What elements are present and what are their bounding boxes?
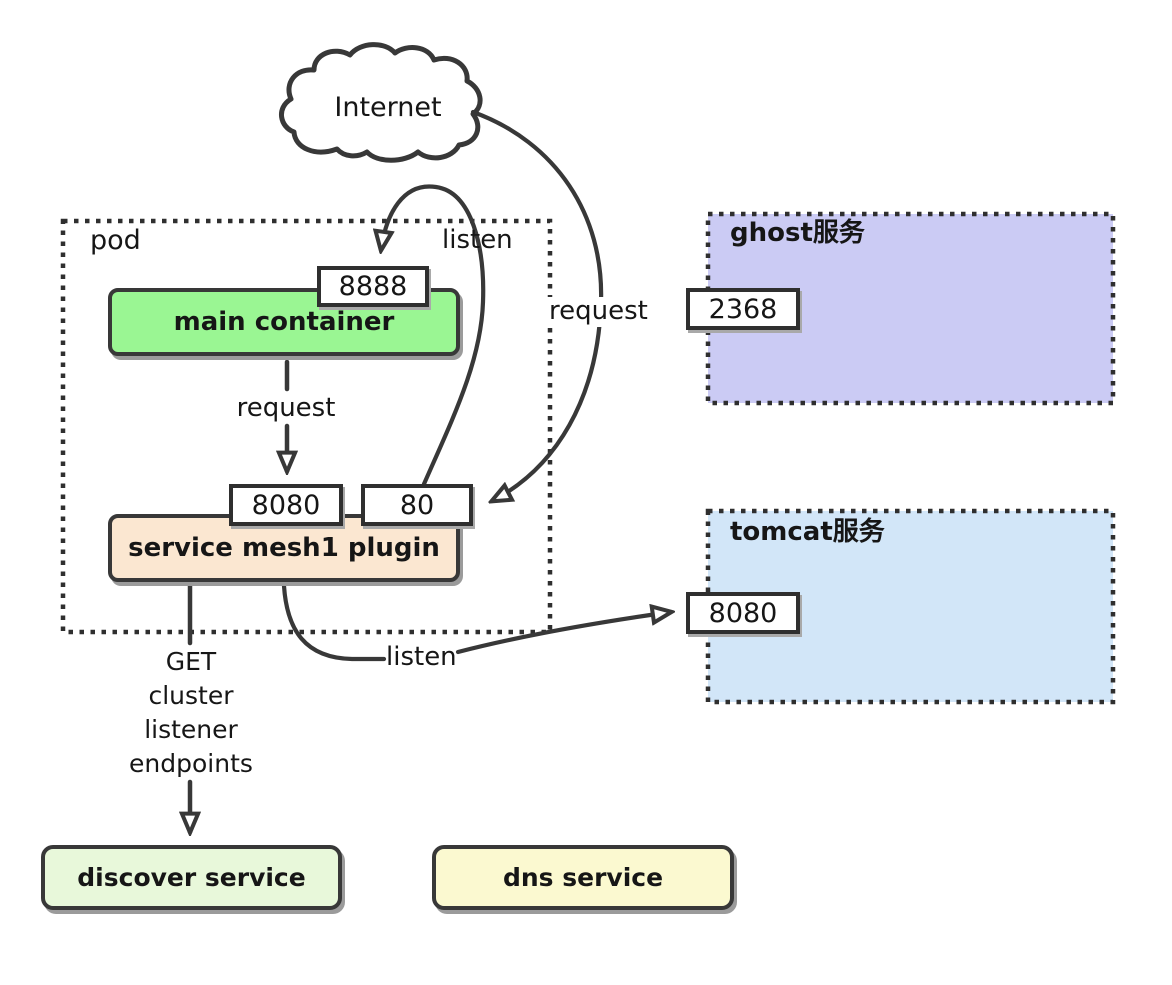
discover-service-node: discover service — [41, 845, 342, 910]
discovery-call-cluster: cluster — [148, 681, 234, 710]
port-8080-tomcat: 8080 — [686, 592, 800, 634]
discovery-call-get: GET — [165, 647, 217, 676]
port-8888: 8888 — [317, 266, 429, 307]
pod-label: pod — [90, 225, 141, 256]
arrow-listen-loop-to-port8888 — [381, 184, 486, 487]
discovery-calls-label: GET cluster listener endpoints — [111, 645, 271, 781]
pod-boundary — [60, 218, 553, 635]
port-2368-ghost: 2368 — [686, 288, 800, 330]
curve-plugin-to-listen-label — [281, 583, 387, 662]
port-8080-mesh: 8080 — [229, 484, 343, 526]
discovery-call-listener: listener — [144, 715, 238, 744]
discovery-call-endpoints: endpoints — [129, 749, 253, 778]
listen-top-label: listen — [442, 225, 513, 255]
main-container-node: main container — [108, 288, 460, 356]
port-80: 80 — [361, 484, 473, 526]
arrow-listen-to-tomcat-port8080 — [455, 612, 671, 655]
tomcat-service-label: tomcat服务 — [730, 517, 885, 547]
internet-cloud — [279, 42, 483, 163]
internet-label: Internet — [334, 92, 442, 123]
ghost-service-label: ghost服务 — [730, 218, 865, 248]
request-internal-label: request — [236, 393, 336, 423]
dns-service-node: dns service — [432, 845, 734, 910]
listen-bottom-label: listen — [386, 642, 457, 672]
request-internet-label: request — [546, 296, 651, 327]
